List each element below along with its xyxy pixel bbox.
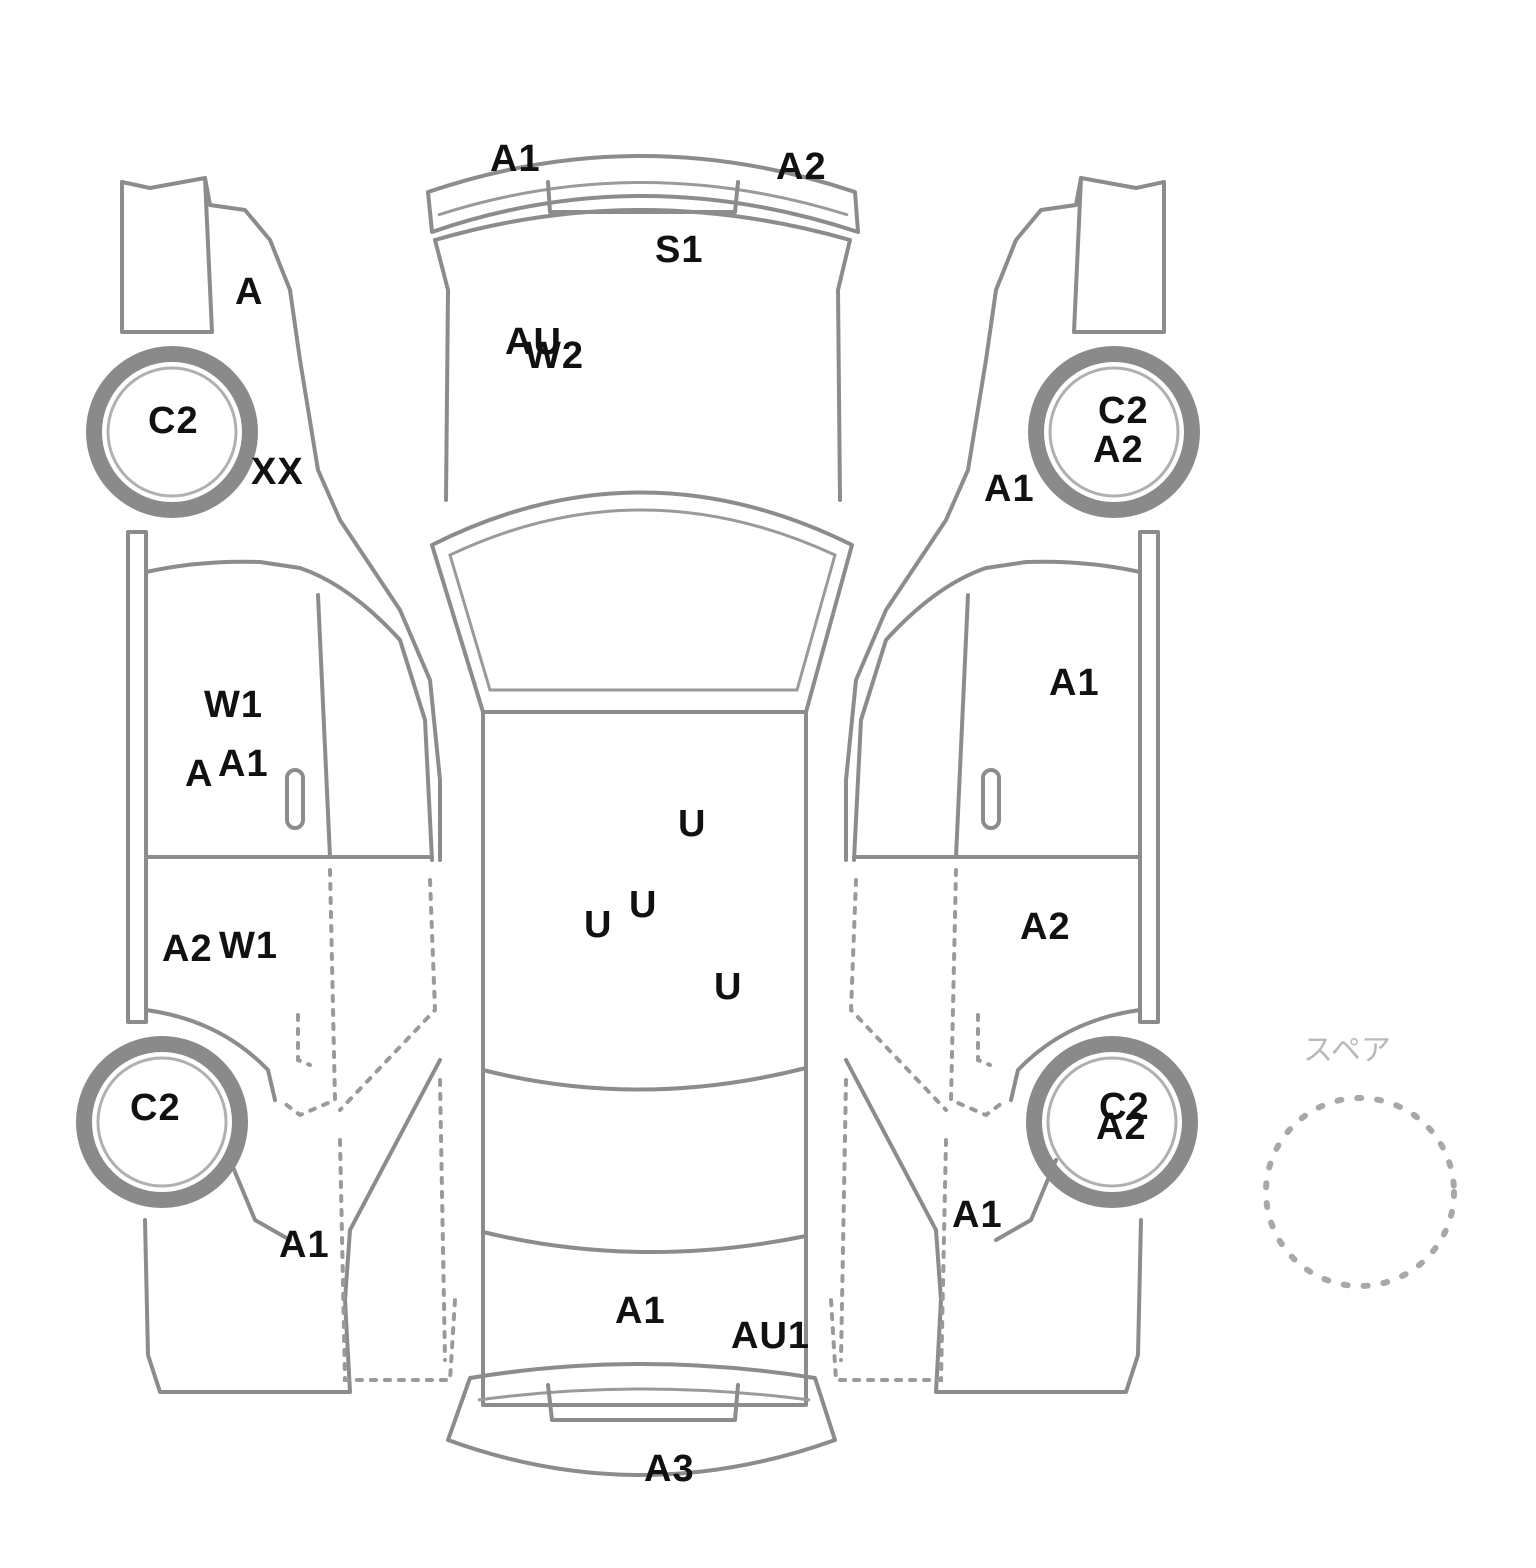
damage-mark: U bbox=[714, 966, 743, 1008]
damage-mark: A2 bbox=[1020, 906, 1071, 948]
left-side-view bbox=[76, 176, 457, 1394]
spare-tire-outline bbox=[1263, 1095, 1457, 1289]
damage-mark: A2 bbox=[1096, 1106, 1147, 1148]
damage-mark: A2 bbox=[776, 146, 827, 188]
damage-mark: A1 bbox=[279, 1224, 330, 1266]
damage-mark: A1 bbox=[984, 468, 1035, 510]
damage-mark: S1 bbox=[655, 229, 704, 271]
damage-mark: C2 bbox=[1099, 1086, 1150, 1128]
damage-mark: A bbox=[235, 271, 264, 313]
damage-mark: A1 bbox=[218, 743, 269, 785]
damage-mark: C2 bbox=[130, 1087, 181, 1129]
damage-mark: A3 bbox=[644, 1448, 695, 1490]
damage-mark: W2 bbox=[525, 335, 584, 377]
top-view bbox=[426, 154, 860, 1477]
damage-mark: U bbox=[678, 803, 707, 845]
damage-mark: AU1 bbox=[731, 1315, 811, 1357]
damage-mark: U bbox=[584, 904, 613, 946]
spare-label: スペア bbox=[1303, 1033, 1391, 1068]
damage-mark: A2 bbox=[162, 928, 213, 970]
damage-mark: W1 bbox=[204, 684, 263, 726]
damage-mark: A bbox=[185, 753, 214, 795]
damage-mark: A1 bbox=[615, 1290, 666, 1332]
right-side-view bbox=[829, 176, 1200, 1394]
damage-mark: C2 bbox=[1098, 390, 1149, 432]
damage-mark: A1 bbox=[952, 1194, 1003, 1236]
damage-mark: A2 bbox=[1093, 429, 1144, 471]
damage-mark: A1 bbox=[490, 138, 541, 180]
damage-mark: A1 bbox=[1049, 662, 1100, 704]
damage-mark: W1 bbox=[219, 925, 278, 967]
damage-mark: XX bbox=[251, 451, 304, 493]
damage-mark: U bbox=[629, 884, 658, 926]
damage-mark: C2 bbox=[148, 400, 199, 442]
damage-mark: AU bbox=[505, 321, 562, 363]
